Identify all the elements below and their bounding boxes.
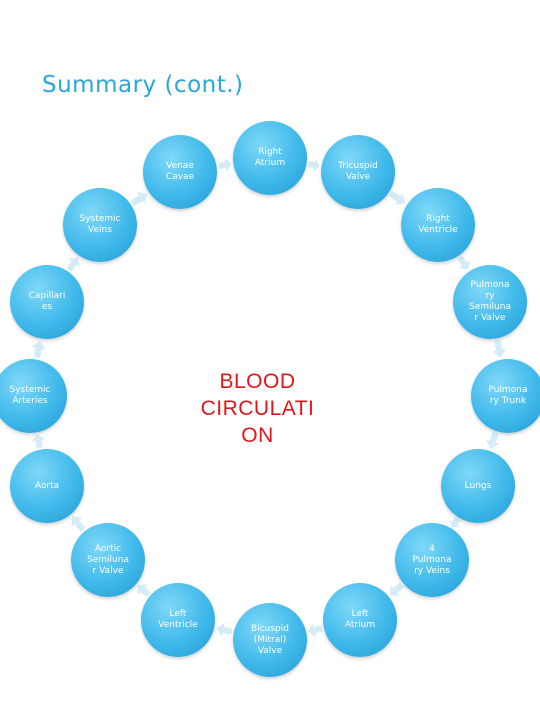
- node-left-atrium: Left Atrium: [323, 583, 397, 657]
- node-label: Aortic Semiluna r Valve: [87, 543, 129, 576]
- flow-arrow: [390, 582, 405, 596]
- flow-arrow: [137, 584, 151, 597]
- flow-arrow: [218, 158, 232, 172]
- node-aortic-semilunar-valve: Aortic Semiluna r Valve: [71, 523, 145, 597]
- flow-arrow: [492, 339, 506, 358]
- node-pulmonary-semilunar-valve: Pulmona ry Semiluna r Valve: [453, 265, 527, 339]
- node-label: Pulmona ry Semiluna r Valve: [469, 280, 511, 323]
- node-right-ventricle: Right Ventricle: [401, 188, 475, 262]
- node-pulmonary-veins: 4 Pulmona ry Veins: [395, 523, 469, 597]
- node-lungs: Lungs: [441, 449, 515, 523]
- flow-arrow: [66, 257, 80, 272]
- node-pulmonary-trunk: Pulmona ry Trunk: [471, 359, 540, 433]
- node-tricuspid-valve: Tricuspid Valve: [321, 135, 395, 209]
- node-venae-cavae: Venae Cavae: [143, 135, 217, 209]
- flow-arrow: [308, 623, 323, 637]
- flow-arrow: [308, 158, 320, 172]
- node-label: Right Atrium: [254, 147, 286, 168]
- node-label: Lungs: [464, 480, 492, 491]
- node-capillaries: Capillari es: [10, 265, 84, 339]
- center-label: BLOOD CIRCULATI ON: [200, 370, 315, 447]
- node-label: Right Ventricle: [418, 214, 458, 235]
- node-label: Venae Cavae: [165, 161, 195, 182]
- node-label: 4 Pulmona ry Veins: [412, 543, 452, 576]
- slide-title: Summary (cont.): [42, 72, 244, 98]
- flow-arrow: [216, 623, 233, 637]
- flow-arrow: [388, 190, 406, 205]
- node-bicuspid-mitral-valve: Bicuspid (Mitral) Valve: [233, 603, 307, 677]
- node-label: Left Ventricle: [158, 609, 198, 630]
- node-label: Bicuspid (Mitral) Valve: [251, 623, 289, 656]
- flow-arrow: [448, 517, 461, 528]
- title-accent-bar: [0, 60, 10, 120]
- flow-arrow: [71, 516, 86, 532]
- node-label: Left Atrium: [344, 609, 376, 630]
- flow-arrow: [31, 340, 46, 359]
- node-label: Systemic Veins: [79, 214, 121, 235]
- node-label: Capillari es: [28, 291, 66, 312]
- flow-arrow: [457, 255, 471, 270]
- node-systemic-veins: Systemic Veins: [63, 188, 137, 262]
- node-left-ventricle: Left Ventricle: [141, 583, 215, 657]
- flow-arrow: [486, 432, 500, 449]
- flow-arrow: [130, 192, 148, 207]
- node-label: Pulmona ry Trunk: [488, 385, 528, 406]
- flow-arrow: [31, 434, 46, 449]
- node-right-atrium: Right Atrium: [233, 121, 307, 195]
- node-aorta: Aorta: [10, 449, 84, 523]
- node-label: Tricuspid Valve: [338, 161, 378, 182]
- node-systemic-arteries: Systemic Arteries: [0, 359, 67, 433]
- node-label: Aorta: [34, 480, 60, 491]
- node-label: Systemic Arteries: [9, 385, 51, 406]
